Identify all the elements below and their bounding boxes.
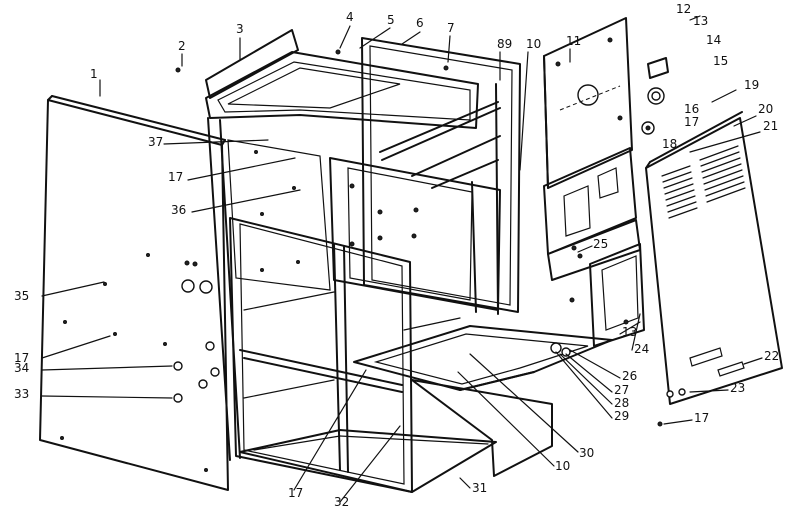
callout-17-br: 17	[694, 411, 709, 425]
callout-29: 29	[614, 409, 629, 423]
callout-6: 6	[416, 16, 424, 30]
callout-4: 4	[346, 10, 354, 24]
callout-13-mid: 13	[622, 325, 637, 339]
callout-16: 16	[684, 102, 699, 116]
callout-14: 14	[706, 33, 721, 47]
callout-34: 34	[14, 361, 29, 375]
callout-10-bot: 10	[555, 459, 570, 473]
front-door-panel	[645, 111, 783, 405]
right-control-panels	[543, 17, 669, 347]
callout-3: 3	[236, 22, 244, 36]
callout-26: 26	[622, 369, 637, 383]
door-louvres	[661, 145, 746, 219]
callout-20: 20	[758, 102, 773, 116]
callout-28: 28	[614, 396, 629, 410]
callout-11: 11	[566, 34, 581, 48]
callout-33: 33	[14, 387, 29, 401]
callout-17-left: 17	[14, 351, 29, 365]
callout-30: 30	[579, 446, 594, 460]
callout-10-top: 10	[526, 37, 541, 51]
callout-17-bot: 17	[288, 486, 303, 500]
callout-1: 1	[90, 67, 98, 81]
callout-89: 89	[497, 37, 512, 51]
callout-5: 5	[387, 13, 395, 27]
callout-17-mid: 17	[168, 170, 183, 184]
callout-23: 23	[730, 381, 745, 395]
callout-24: 24	[634, 342, 649, 356]
callout-21: 21	[763, 119, 778, 133]
callout-2: 2	[178, 39, 186, 53]
callout-35: 35	[14, 289, 29, 303]
callout-25: 25	[593, 237, 608, 251]
cabinet-frame	[205, 29, 613, 493]
callout-7: 7	[447, 21, 455, 35]
callout-19: 19	[744, 78, 759, 92]
callout-15: 15	[713, 54, 728, 68]
hardware-and-leaders	[41, 15, 763, 503]
left-side-panel	[39, 95, 229, 491]
callout-32: 32	[334, 495, 349, 509]
callout-12: 12	[676, 2, 691, 16]
callout-18: 18	[662, 137, 677, 151]
callout-36: 36	[171, 203, 186, 217]
callout-13-top: 13	[693, 14, 708, 28]
callout-17-right: 17	[684, 115, 699, 129]
callout-27: 27	[614, 383, 629, 397]
callout-37: 37	[148, 135, 163, 149]
callout-22: 22	[764, 349, 779, 363]
callout-31: 31	[472, 481, 487, 495]
